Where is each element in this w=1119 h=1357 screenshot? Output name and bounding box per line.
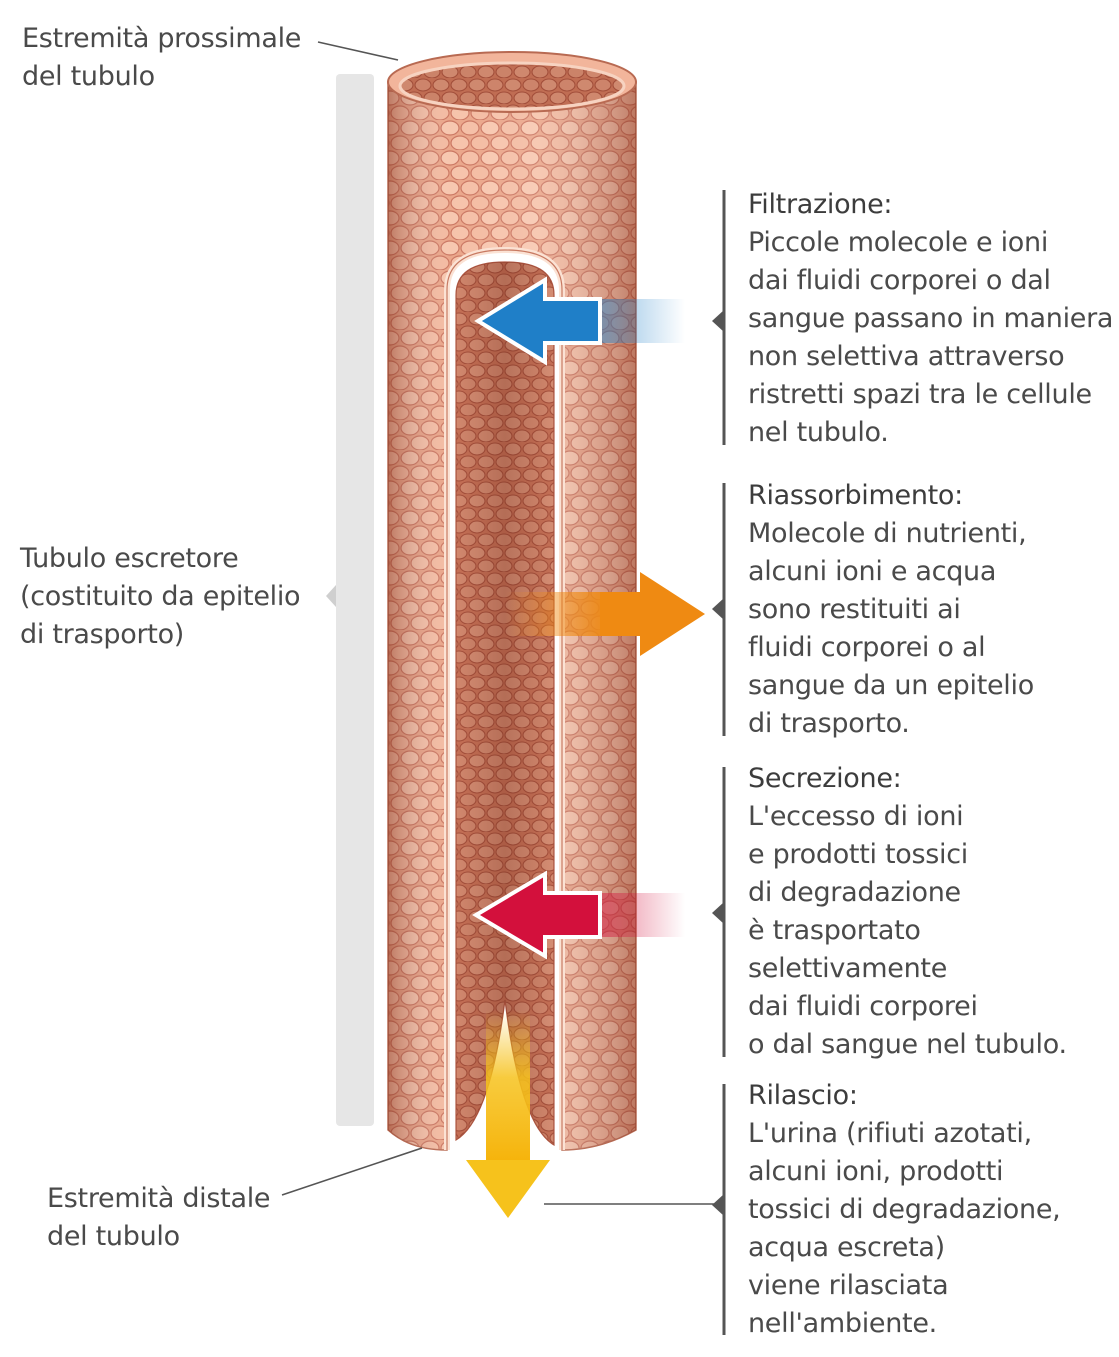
proximal-end-label: Estremità prossimale del tubulo xyxy=(22,20,301,96)
release-text: Rilascio: L'urina (rifiuti azotati, alcu… xyxy=(748,1077,1061,1343)
distal-end-line-2: del tubulo xyxy=(47,1221,180,1252)
secretion-arrow xyxy=(472,870,685,960)
tubule-label: Tubulo escretore (costituito da epitelio… xyxy=(20,540,301,654)
process-brackets xyxy=(712,190,726,1335)
secretion-line: o dal sangue nel tubulo. xyxy=(748,1029,1067,1060)
reabsorption-arrow xyxy=(505,572,705,656)
release-line: alcuni ioni, prodotti xyxy=(748,1156,1004,1187)
reabsorption-line: fluidi corporei o al xyxy=(748,632,986,663)
secretion-line: dai fluidi corporei xyxy=(748,991,978,1022)
release-line: acqua escreta) xyxy=(748,1232,945,1263)
reabsorption-title: Riassorbimento: xyxy=(748,480,963,511)
excretory-tubule xyxy=(387,51,637,1151)
filtration-line: ristretti spazi tra le cellule xyxy=(748,379,1092,410)
reabsorption-line: di trasporto. xyxy=(748,708,910,739)
secretion-line: selettivamente xyxy=(748,953,948,984)
reabsorption-text: Riassorbimento: Molecole di nutrienti, a… xyxy=(748,477,1034,743)
tubule-label-line-1: Tubulo escretore xyxy=(20,543,239,574)
distal-leader xyxy=(281,1147,423,1196)
filtration-line: dai fluidi corporei o dal xyxy=(748,265,1051,296)
filtration-line: non selettiva attraverso xyxy=(748,341,1065,372)
distal-end-line-1: Estremità distale xyxy=(47,1183,271,1214)
filtration-text: Filtrazione: Piccole molecole e ioni dai… xyxy=(748,186,1113,452)
secretion-text: Secrezione: L'eccesso di ioni e prodotti… xyxy=(748,760,1067,1064)
reabsorption-line: sono restituiti ai xyxy=(748,594,961,625)
tubule-bracket xyxy=(336,74,374,1126)
filtration-arrow xyxy=(474,276,685,366)
release-title: Rilascio: xyxy=(748,1080,858,1111)
tubule-label-line-3: di trasporto) xyxy=(20,619,185,650)
proximal-leader xyxy=(317,41,399,61)
reabsorption-line: Molecole di nutrienti, xyxy=(748,518,1027,549)
release-line: tossici di degradazione, xyxy=(748,1194,1061,1225)
proximal-end-line-1: Estremità prossimale xyxy=(22,23,302,54)
release-line: nell'ambiente. xyxy=(748,1308,937,1339)
secretion-line: L'eccesso di ioni xyxy=(748,801,964,832)
secretion-title: Secrezione: xyxy=(748,763,902,794)
tubule-label-line-2: (costituito da epitelio xyxy=(20,581,301,612)
filtration-line: sangue passano in maniera xyxy=(748,303,1114,334)
release-arrow xyxy=(466,1010,550,1218)
filtration-title: Filtrazione: xyxy=(748,189,893,220)
filtration-line: Piccole molecole e ioni xyxy=(748,227,1049,258)
filtration-line: nel tubulo. xyxy=(748,417,889,448)
release-line: viene rilasciata xyxy=(748,1270,949,1301)
reabsorption-line: alcuni ioni e acqua xyxy=(748,556,997,587)
proximal-end-line-2: del tubulo xyxy=(22,61,155,92)
release-line: L'urina (rifiuti azotati, xyxy=(748,1118,1032,1149)
tubule-bracket-tick xyxy=(326,585,336,607)
secretion-line: e prodotti tossici xyxy=(748,839,968,870)
reabsorption-line: sangue da un epitelio xyxy=(748,670,1034,701)
secretion-line: di degradazione xyxy=(748,877,961,908)
distal-end-label: Estremità distale del tubulo xyxy=(47,1180,271,1256)
secretion-line: è trasportato xyxy=(748,915,921,946)
